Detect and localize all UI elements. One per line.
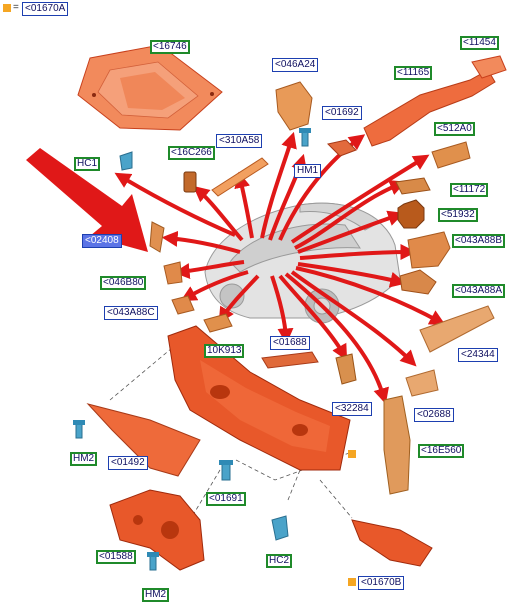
part-32284 [335,353,357,385]
part-046A24 [275,81,313,131]
part-51932 [397,199,425,229]
callout-310A58[interactable]: <310A58 [216,134,263,148]
callout-16E560[interactable]: <16E560 [418,444,465,458]
callout-16C266[interactable]: <16C266 [168,146,215,160]
arrow-16746 [114,172,236,237]
arrow-16E560 [284,272,389,405]
callout-02688[interactable]: <02688 [414,408,454,422]
callout-11165[interactable]: <11165 [394,66,433,80]
part-01492 [86,403,201,477]
callout-046A24[interactable]: <046A24 [272,58,319,72]
part-01688 [261,351,319,369]
part-11454 [471,55,507,79]
callout-043A88A[interactable]: <043A88A [452,284,505,298]
part-16C266 [183,171,197,193]
part-dash-panel [167,325,351,471]
part-043A88A [399,269,437,295]
arrow-046B80 [173,260,245,280]
clip-hc1 [119,151,133,171]
arrow-043A88A [297,262,407,288]
callout-16746[interactable]: <16746 [150,40,190,54]
part-01588 [109,489,205,571]
part-16746 [77,44,223,131]
callout-51932[interactable]: <51932 [438,208,478,222]
part-01670B [351,519,433,567]
part-043A88B [407,231,451,269]
callout-11454[interactable]: <11454 [460,36,499,50]
callout-046B80[interactable]: <046B80 [100,276,147,290]
part-02408 [149,221,165,253]
arrow-24344 [295,266,446,326]
pointer-arrow [26,148,148,252]
callout-10K913[interactable]: 10K913 [204,344,245,358]
callout-11172[interactable]: <11172 [450,183,489,197]
part-02688 [405,369,439,397]
arrow-01688 [270,275,294,345]
arrow-512A0 [290,154,430,244]
callout-01691[interactable]: <01691 [206,492,246,506]
clip-hc2 [271,515,289,541]
arrow-310A58 [234,171,254,239]
bolt-hm2-left [73,420,85,439]
callout-32284[interactable]: <32284 [332,402,372,416]
part-10K913 [203,313,233,333]
callout-hm1[interactable]: HM1 [294,164,322,178]
callout-043A88B[interactable]: <043A88B [452,234,505,248]
legend-equals: = [13,2,19,13]
callout-02408[interactable]: <02408 [82,234,122,248]
radiating-arrows [114,131,446,405]
arrow-043A88B [299,244,417,261]
legend-marker [3,4,11,12]
callout-512A0[interactable]: <512A0 [434,122,475,136]
callout-01688[interactable]: <01688 [270,336,310,350]
part-11172 [395,177,431,195]
callout-01692[interactable]: <01692 [322,106,362,120]
part-043A88C [171,295,195,315]
arrow-043A88C [180,270,249,302]
marker-square-bottom [348,578,356,586]
arrow-51932 [297,210,405,254]
part-310A58 [211,157,269,197]
part-046B80 [163,261,183,285]
arrow-11172 [294,180,406,250]
arrow-16C266 [193,185,244,242]
part-24344 [419,305,495,353]
arrow-046A24 [260,131,297,239]
callout-043A88C[interactable]: <043A88C [104,306,158,320]
part-16E560 [383,395,411,495]
bolt-hm2-lower [147,552,159,571]
legend-ref-01670A[interactable]: <01670A [22,2,69,16]
callout-hc2[interactable]: HC2 [266,554,293,568]
part-11165 [363,69,496,147]
callout-24344[interactable]: <24344 [458,348,498,362]
arrow-02688 [290,270,417,367]
callout-hm2-lower[interactable]: HM2 [142,588,170,602]
clip-01691 [219,460,233,481]
part-512A0 [431,141,471,169]
arrow-32284 [278,274,348,361]
part-01692 [327,139,357,157]
callout-01670B[interactable]: <01670B [358,576,405,590]
callout-hm2-left[interactable]: HM2 [70,452,98,466]
callout-hc1[interactable]: HC1 [74,157,101,171]
callout-01492[interactable]: <01492 [108,456,148,470]
marker-square-mid [348,450,356,458]
arrow-02408 [161,230,241,254]
bolt-hm1 [299,128,311,147]
callout-01588[interactable]: <01588 [96,550,136,564]
